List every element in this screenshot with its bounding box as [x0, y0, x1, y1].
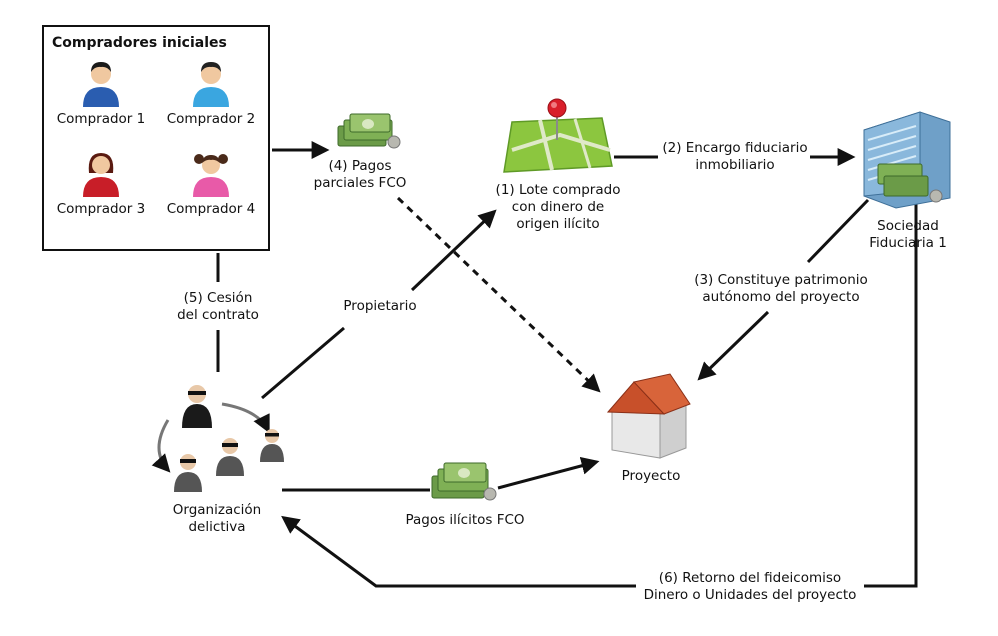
cesion-label: (5) Cesión del contrato — [160, 290, 276, 324]
arrow-sociedad-to-proyecto — [697, 198, 870, 381]
pagos-parciales-label: (4) Pagos parciales FCO — [300, 158, 420, 192]
buyer-label: Comprador 2 — [166, 111, 256, 127]
money-stack-icon-2 — [431, 462, 497, 501]
map-pin-icon — [503, 98, 613, 173]
buyer-label: Comprador 3 — [56, 201, 146, 217]
constituye-label-line: autónomo del proyecto — [702, 289, 860, 305]
person-icon — [83, 153, 119, 197]
sociedad-label-line: Fiduciaria 1 — [869, 235, 947, 251]
person-icon — [83, 62, 119, 107]
money-stack-icon — [337, 113, 401, 149]
criminal-organization-icon — [151, 385, 284, 492]
cesion-label-line: (5) Cesión — [183, 290, 253, 306]
pagos-parciales-label-line: parciales FCO — [313, 175, 407, 191]
encargo-label-line: inmobiliario — [695, 157, 775, 173]
building-icon — [863, 111, 951, 209]
sociedad-label-line: Sociedad — [877, 218, 939, 234]
lote-label-line: (1) Lote comprado — [495, 182, 621, 198]
person-icon — [193, 62, 229, 107]
lote-label-line: origen ilícito — [516, 216, 600, 232]
retorno-label-line: (6) Retorno del fideicomiso — [658, 570, 842, 586]
organizacion-label-line: delictiva — [188, 519, 246, 535]
buyer-1: Comprador 1 — [46, 59, 156, 127]
proyecto-label: Proyecto — [621, 468, 681, 484]
buyer-4: Comprador 4 — [156, 149, 266, 217]
retorno-label: (6) Retorno del fideicomiso Dinero o Uni… — [626, 570, 874, 604]
organizacion-label: Organización delictiva — [152, 502, 282, 536]
arrow-org-to-proyecto — [282, 456, 600, 492]
cesion-label-line: del contrato — [177, 307, 259, 323]
buyer-label: Comprador 1 — [56, 111, 146, 127]
person-icon — [193, 154, 229, 197]
lote-label: (1) Lote comprado con dinero de origen i… — [478, 182, 638, 233]
house-icon — [606, 373, 691, 459]
sociedad-label: Sociedad Fiduciaria 1 — [858, 218, 958, 252]
propietario-label: Propietario — [343, 298, 417, 314]
arrow-org-to-lote — [261, 209, 497, 400]
buyer-label: Comprador 4 — [166, 201, 256, 217]
retorno-label-line: Dinero o Unidades del proyecto — [643, 587, 857, 603]
arrow-retorno — [281, 200, 918, 588]
constituye-label: (3) Constituye patrimonio autónomo del p… — [676, 272, 886, 306]
buyer-3: Comprador 3 — [46, 149, 156, 217]
encargo-label-line: (2) Encargo fiduciario — [662, 140, 808, 156]
constituye-label-line: (3) Constituye patrimonio — [694, 272, 868, 288]
pagos-parciales-label-line: (4) Pagos — [328, 158, 392, 174]
organizacion-label-line: Organización — [172, 502, 262, 518]
lote-label-line: con dinero de — [511, 199, 605, 215]
buyers-box: Compradores iniciales Comprador 1 Compra… — [42, 25, 270, 251]
buyer-2: Comprador 2 — [156, 59, 266, 127]
encargo-label: (2) Encargo fiduciario inmobiliario — [650, 140, 820, 174]
pagos-ilicitos-label: Pagos ilícitos FCO — [405, 512, 525, 528]
buyers-box-title: Compradores iniciales — [52, 35, 227, 51]
